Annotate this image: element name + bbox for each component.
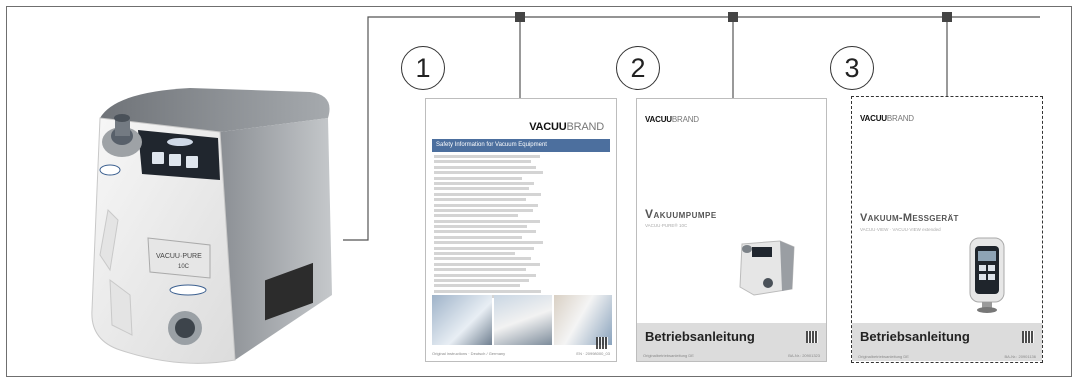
brand-logo: VACUUBRAND xyxy=(645,115,699,124)
pump-operating-manual: VACUUBRAND Vakuumpumpe VACUU·PURE® 10C B… xyxy=(636,98,827,362)
junction-node xyxy=(515,12,525,22)
junction-node xyxy=(942,12,952,22)
qr-code xyxy=(596,337,608,349)
gauge-thumbnail xyxy=(969,237,1005,313)
safety-information-booklet: VACUUBRAND Safety Information for Vacuum… xyxy=(425,98,617,362)
callout-2: 2 xyxy=(616,46,660,90)
booklet-footer: Original instructions · Deutsch / German… xyxy=(432,351,610,356)
qr-code xyxy=(806,331,818,343)
pump-label-line1: VACUU·PURE xyxy=(156,253,202,260)
callout-3: 3 xyxy=(830,46,874,90)
manual-title: Betriebsanleitung xyxy=(860,329,970,344)
manual-title-band xyxy=(852,323,1042,361)
manual-product-title: Vakuumpumpe xyxy=(645,207,717,221)
manual-product-subtitle: VACUU·PURE® 10C xyxy=(645,223,688,228)
callout-1: 1 xyxy=(401,46,445,90)
gauge-operating-manual: VACUUBRAND Vakuum-Messgerät VACUU·VIEW ·… xyxy=(851,96,1043,363)
language-list xyxy=(434,155,610,301)
pump-label-line2: 10C xyxy=(178,264,190,270)
manual-product-title: Vakuum-Messgerät xyxy=(860,212,959,224)
qr-code xyxy=(1022,331,1034,343)
manual-title: Betriebsanleitung xyxy=(645,329,755,344)
brand-logo: VACUUBRAND xyxy=(860,114,914,123)
lab-photos xyxy=(432,295,612,345)
pump-thumbnail xyxy=(739,240,795,296)
junction-node xyxy=(728,12,738,22)
brand-logo: VACUUBRAND xyxy=(529,121,604,133)
manual-product-subtitle: VACUU·VIEW · VACUU·VIEW extended xyxy=(860,227,941,232)
manual-title-band xyxy=(637,323,826,361)
vacuum-pump-image: VACUU·PURE 10C xyxy=(91,88,332,364)
booklet-header: Safety Information for Vacuum Equipment xyxy=(432,139,610,152)
